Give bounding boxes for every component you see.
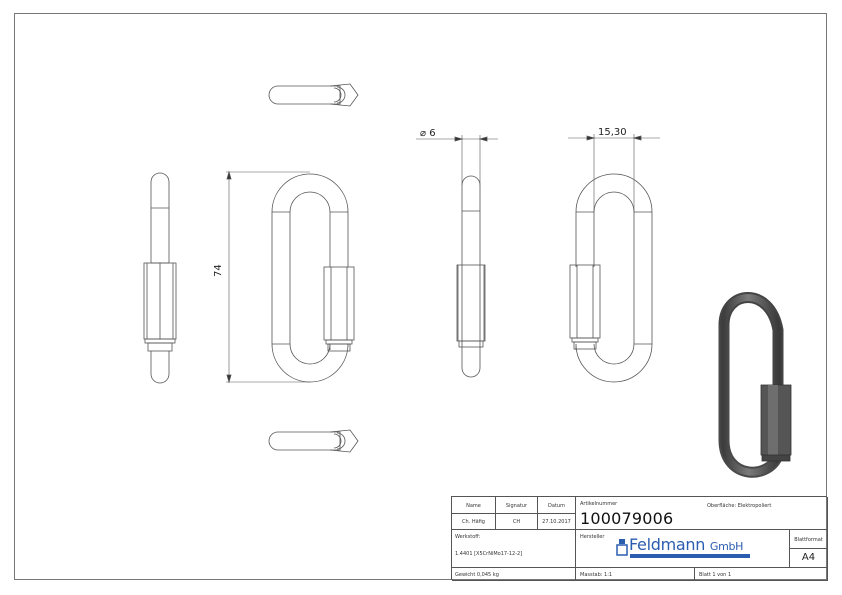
sheet-format-cell: A4 (790, 549, 828, 568)
logo-emblem-icon (616, 539, 628, 556)
header-signature-cell: Signatur (496, 497, 538, 514)
header-name-cell: Name (452, 497, 496, 514)
article-cell: Artikelnummer 100079006 Oberfläche: Elek… (576, 497, 828, 530)
isometric-render (718, 292, 792, 478)
name-value-cell: Ch. Häfig (452, 514, 496, 530)
signature-value-cell: CH (496, 514, 538, 530)
material-value: 1.4401 [X5CrNiMo17-12-2] (455, 551, 523, 557)
weight-cell: Gewicht 0,045 kg (452, 568, 576, 581)
dim-length: 74 (213, 264, 224, 277)
dim-diameter: ⌀ 6 (420, 128, 436, 139)
date-value-cell: 27.10.2017 (538, 514, 576, 530)
title-block: Name Signatur Datum Ch. Häfig CH 27.10.2… (451, 496, 828, 581)
front-view (226, 170, 355, 384)
scale-cell: Masstab: 1:1 (576, 568, 695, 581)
edge-view (416, 135, 498, 378)
header-date-cell: Datum (538, 497, 576, 514)
sheet-format-label-cell: Blattformat (790, 530, 828, 549)
material-cell: Werkstoff: 1.4401 [X5CrNiMo17-12-2] (452, 530, 576, 568)
top-view-upper (268, 83, 359, 107)
rear-view (568, 134, 660, 383)
drawing-frame (14, 13, 827, 580)
sheet-cell: Blatt 1 von 1 (695, 568, 828, 581)
top-view-lower (268, 429, 359, 453)
manufacturer-cell: Hersteller Feldmann GmbH (576, 530, 790, 568)
side-view (143, 172, 177, 384)
article-number: 100079006 (580, 509, 674, 528)
logo-tagline-bar (630, 554, 750, 558)
surface-finish: Oberfläche: Elektropoliert (707, 503, 772, 509)
dim-width: 15,30 (598, 127, 627, 138)
